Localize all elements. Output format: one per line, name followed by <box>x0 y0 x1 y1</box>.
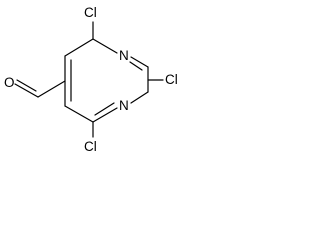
atom-cl-top: Cl <box>84 5 97 20</box>
bond-n1-c6-inner <box>94 102 115 116</box>
molecule-drawing: Cl N Cl N Cl O <box>4 5 178 154</box>
structure-canvas: Cl N Cl N Cl O <box>0 0 196 155</box>
bond-c4-n3 <box>92 38 118 54</box>
ring-bonds <box>64 38 149 123</box>
bond-c6-c5 <box>64 105 94 123</box>
bond-c4-c5-top <box>64 38 94 57</box>
atom-n-bottom: N <box>119 98 129 113</box>
atom-cl-right: Cl <box>165 72 178 87</box>
bond-n3-c2-inner <box>129 61 143 71</box>
bond-cho-o-inner <box>16 79 37 92</box>
bond-c2-n1 <box>130 91 149 104</box>
atom-n-top: N <box>119 48 129 63</box>
atom-cl-bottom: Cl <box>84 139 97 154</box>
bond-cho-o <box>14 83 39 98</box>
atom-o: O <box>4 75 15 90</box>
substituent-bonds <box>14 21 164 138</box>
bond-n1-c6 <box>92 107 118 123</box>
bond-c5-cho <box>37 80 66 98</box>
bond-n3-c2 <box>130 56 149 68</box>
